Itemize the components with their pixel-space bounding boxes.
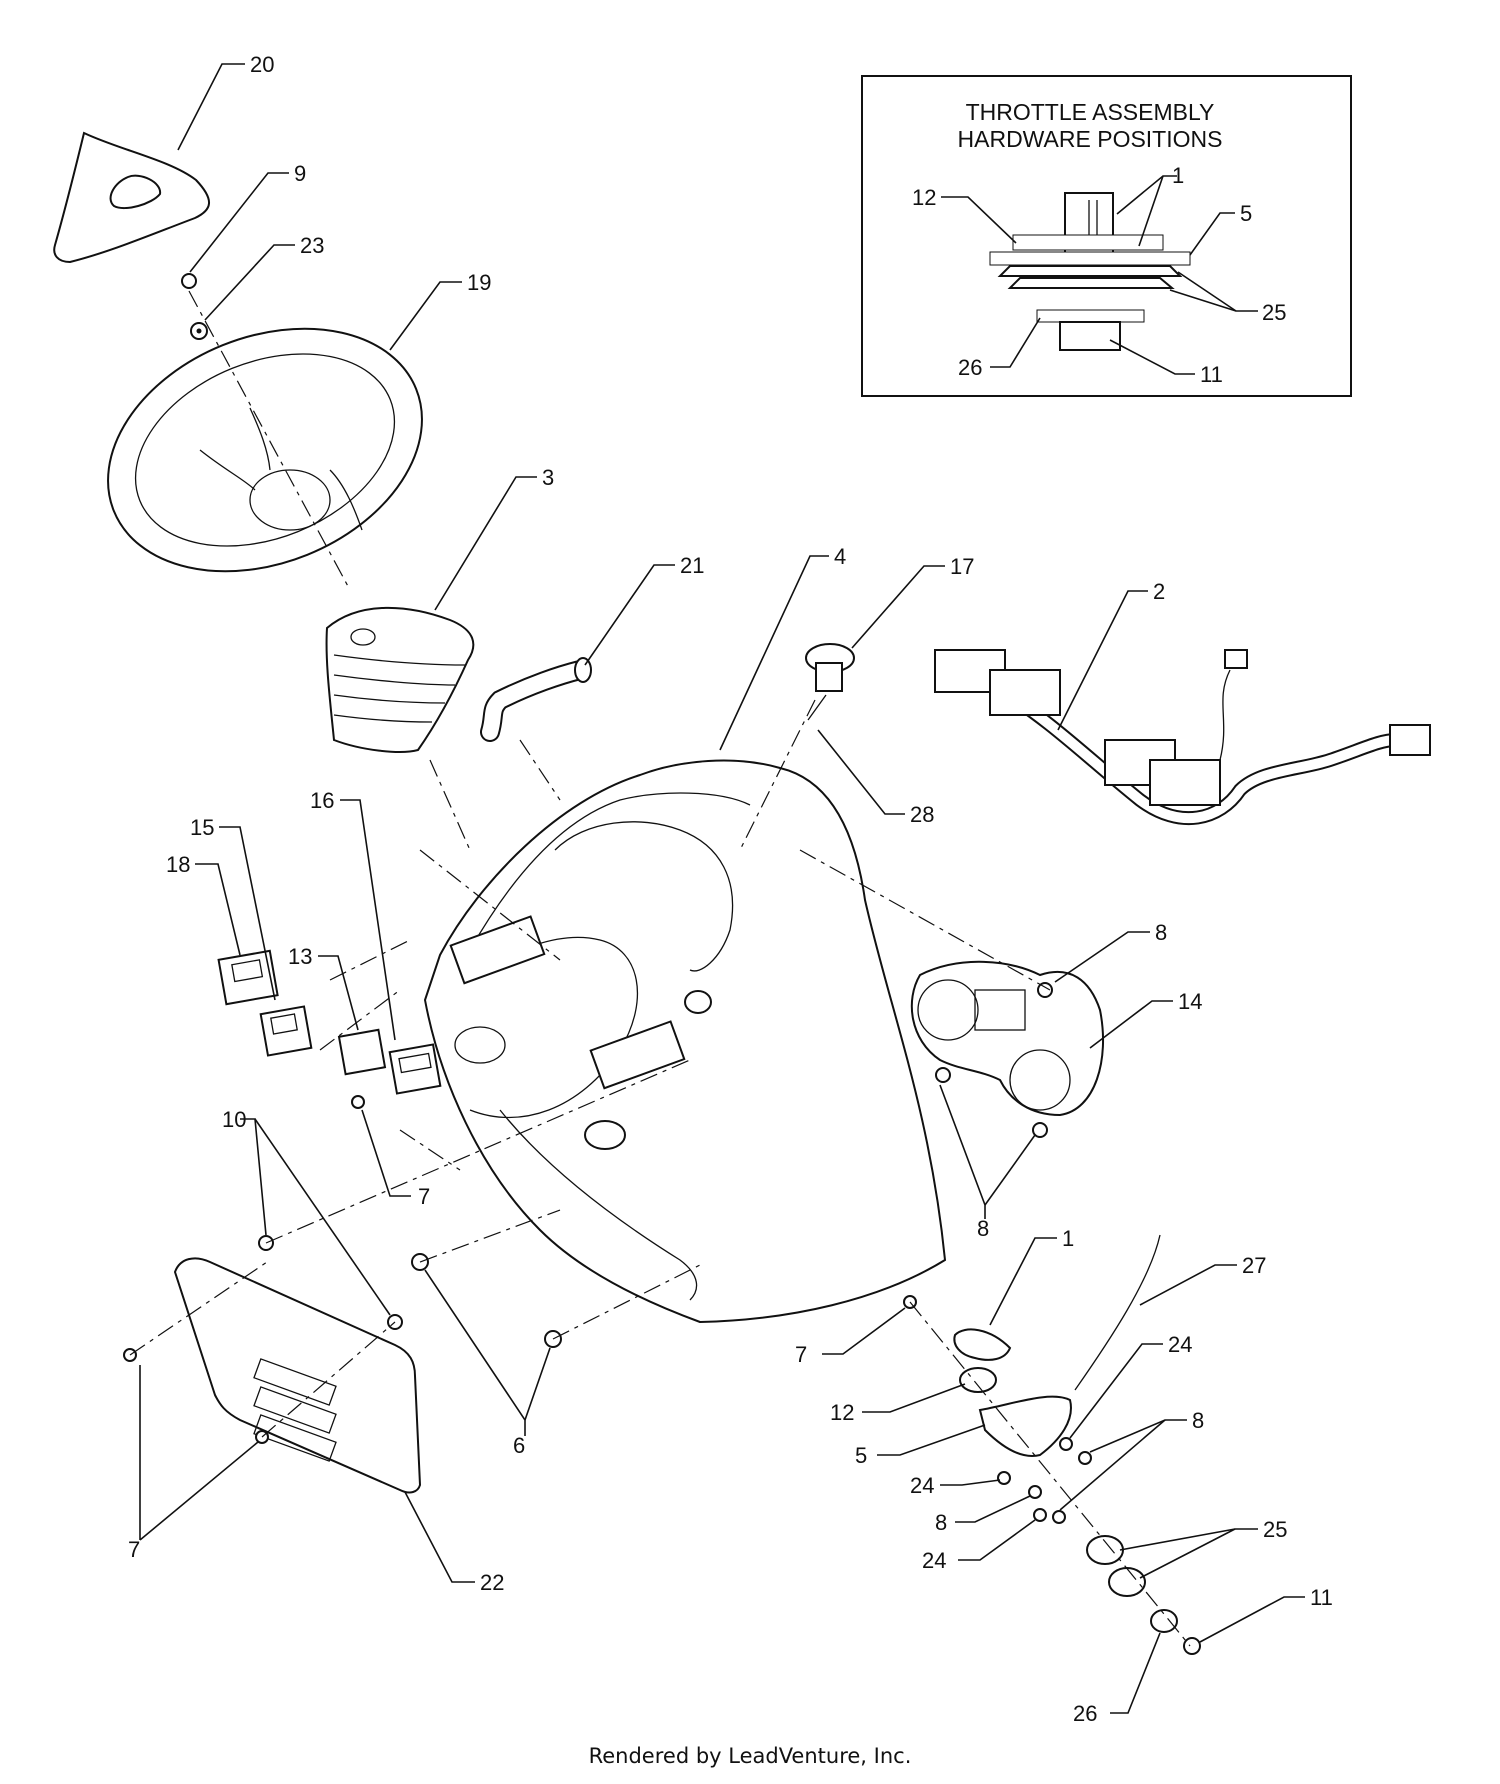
inset-plate-12 <box>1012 234 1164 251</box>
washer-25b <box>1108 1567 1146 1597</box>
switch-18 <box>217 949 279 1006</box>
nut-11 <box>1183 1637 1201 1655</box>
callout-inset-25: 25 <box>1262 300 1286 325</box>
callout-14: 14 <box>1178 989 1202 1014</box>
callout-7a: 7 <box>418 1184 430 1209</box>
steering-cap <box>53 131 210 264</box>
steering-boot <box>325 606 475 753</box>
switch-16 <box>388 1043 442 1095</box>
callout-24c: 24 <box>922 1548 946 1573</box>
nut-9 <box>181 273 197 289</box>
callout-6: 6 <box>513 1433 525 1458</box>
callout-24b: 24 <box>910 1473 934 1498</box>
bracket-5 <box>978 1395 1072 1457</box>
screw-24c <box>1033 1508 1047 1522</box>
callout-13: 13 <box>288 944 312 969</box>
callout-1: 1 <box>1062 1226 1074 1251</box>
callouts: 20 9 23 19 3 21 4 17 2 28 16 15 18 13 8 … <box>128 52 1333 1726</box>
steering-wheel <box>107 327 423 573</box>
callout-25: 25 <box>1263 1517 1287 1542</box>
callout-5: 5 <box>855 1443 867 1468</box>
screw-8b <box>935 1067 951 1083</box>
inset-washer-25b <box>1007 277 1175 289</box>
callout-4: 4 <box>834 544 846 569</box>
inset-plate-5 <box>989 251 1191 266</box>
inset-washer-26 <box>1036 309 1145 323</box>
switch-13 <box>337 1028 387 1076</box>
callout-18: 18 <box>166 852 190 877</box>
pin-7c <box>351 1095 365 1109</box>
callout-19: 19 <box>467 270 491 295</box>
callout-21: 21 <box>680 553 704 578</box>
screw-8a <box>1037 982 1053 998</box>
callout-inset-1: 1 <box>1172 163 1184 188</box>
callout-27: 27 <box>1242 1253 1266 1278</box>
callout-22: 22 <box>480 1570 504 1595</box>
footer-credit: Rendered by LeadVenture, Inc. <box>588 1744 912 1768</box>
plate-12 <box>959 1367 997 1393</box>
inset-washer-25a <box>997 265 1183 277</box>
callout-3: 3 <box>542 465 554 490</box>
callout-8d: 8 <box>935 1510 947 1535</box>
inset-title-line1: THROTTLE ASSEMBLY <box>966 99 1215 125</box>
callout-inset-12: 12 <box>912 185 936 210</box>
gauge-cluster <box>910 960 1104 1117</box>
callout-8a: 8 <box>1155 920 1167 945</box>
cover-plate <box>173 1257 422 1494</box>
callout-inset-11: 11 <box>1200 362 1223 387</box>
center-lines <box>129 290 1191 1647</box>
callout-8b: 8 <box>977 1216 989 1241</box>
screw-24b <box>997 1471 1011 1485</box>
callout-inset-5: 5 <box>1240 201 1252 226</box>
wire-harness <box>934 649 1431 826</box>
screw-24a <box>1059 1437 1073 1451</box>
callout-12: 12 <box>830 1400 854 1425</box>
washer-25a <box>1086 1535 1124 1565</box>
callout-24a: 24 <box>1168 1332 1192 1357</box>
callout-17: 17 <box>950 554 974 579</box>
callout-28: 28 <box>910 802 934 827</box>
callout-8c: 8 <box>1192 1408 1204 1433</box>
screw-8d <box>1078 1451 1092 1465</box>
callout-2: 2 <box>1153 579 1165 604</box>
callout-inset-26: 26 <box>958 355 982 380</box>
throttle-lever-1 <box>953 1328 1012 1361</box>
inset-title-line2: HARDWARE POSITIONS <box>958 126 1223 152</box>
throttle-inset: THROTTLE ASSEMBLY HARDWARE POSITIONS 12 … <box>861 75 1352 397</box>
screw-8c <box>1032 1122 1048 1138</box>
switch-15 <box>259 1005 313 1057</box>
callout-20: 20 <box>250 52 274 77</box>
callout-7c: 7 <box>128 1537 140 1562</box>
callout-23: 23 <box>300 233 324 258</box>
callout-9: 9 <box>294 161 306 186</box>
screw-8f <box>1052 1510 1066 1524</box>
callout-11: 11 <box>1310 1585 1333 1610</box>
callout-15: 15 <box>190 815 214 840</box>
inset-nut-11 <box>1059 321 1121 351</box>
cable-27 <box>1074 1234 1161 1391</box>
ignition-switch <box>805 643 855 721</box>
callout-10: 10 <box>222 1107 246 1132</box>
hose-21 <box>480 657 592 742</box>
callout-16: 16 <box>310 788 334 813</box>
callout-26: 26 <box>1073 1701 1097 1726</box>
dash-panel <box>423 759 947 1324</box>
washer-26 <box>1150 1609 1178 1633</box>
screw-8e <box>1028 1485 1042 1499</box>
callout-7b: 7 <box>795 1342 807 1367</box>
